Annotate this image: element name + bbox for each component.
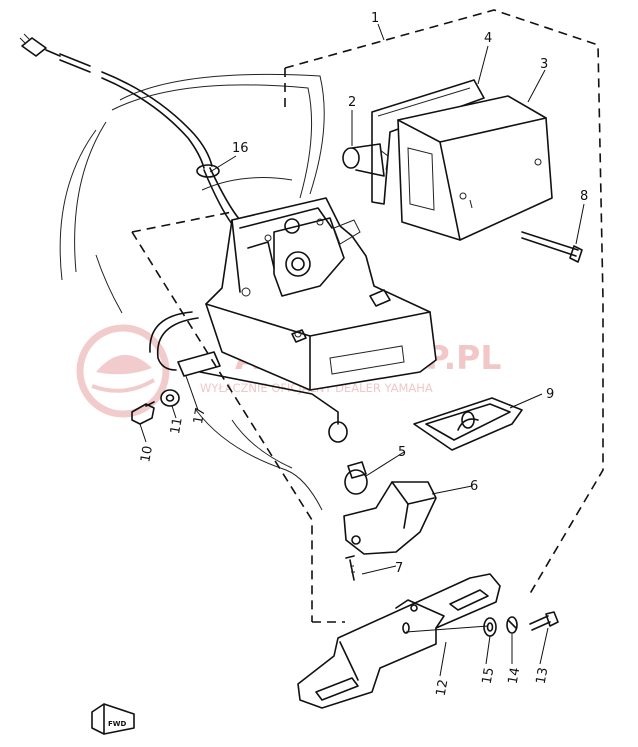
bolt-13	[529, 611, 559, 631]
washer-11	[160, 389, 180, 407]
forward-arrow: FWD	[91, 703, 135, 735]
lens-screw	[521, 231, 583, 263]
screw-7	[345, 555, 355, 581]
callout-14: 14	[506, 666, 524, 685]
callout-10: 10	[138, 445, 156, 464]
callout-9: 9	[546, 387, 554, 402]
wire-harness	[19, 33, 241, 225]
callout-2: 2	[348, 95, 356, 110]
leader-lines	[139, 23, 585, 677]
callout-8: 8	[580, 189, 588, 204]
callout-13: 13	[534, 666, 552, 685]
callout-11: 11	[168, 416, 186, 435]
tail-light-gasket	[371, 79, 485, 205]
license-light-bulb	[344, 461, 368, 495]
callout-5: 5	[398, 445, 406, 460]
callout-17: 17	[191, 406, 209, 425]
assembly-boundary	[131, 9, 604, 623]
callout-1: 1	[371, 11, 379, 26]
tail-light-lens	[397, 95, 553, 241]
callout-16: 16	[232, 141, 249, 156]
screw-10	[131, 401, 155, 425]
fwd-label: FWD	[108, 720, 127, 728]
tail-light-housing	[205, 197, 437, 391]
wire-bracket	[149, 311, 348, 443]
watermark-logo	[76, 324, 170, 418]
callout-15: 15	[480, 666, 498, 685]
rear-fender-outline	[59, 73, 325, 511]
license-light-lens	[413, 397, 523, 451]
callout-4: 4	[484, 31, 492, 46]
callout-12: 12	[434, 678, 452, 697]
license-plate-bracket	[297, 573, 501, 709]
callout-6: 6	[470, 479, 478, 494]
license-light-housing	[343, 481, 437, 555]
callout-7: 7	[395, 561, 403, 576]
callout-3: 3	[540, 57, 548, 72]
callout-numbers: 1 4 3 2 8 16 9 5 6 7 10 11 17 12 15 14 1…	[138, 11, 588, 697]
lock-washer-14	[506, 616, 518, 634]
washer-15	[483, 617, 497, 637]
tail-light-bulb	[342, 143, 389, 177]
